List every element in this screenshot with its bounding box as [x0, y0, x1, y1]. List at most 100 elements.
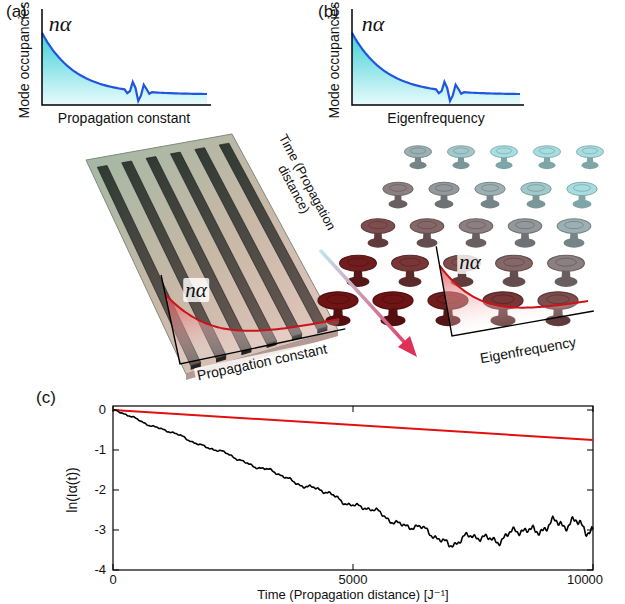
averaged-curve: [113, 410, 593, 440]
resonator: [496, 255, 533, 287]
x-tick: [113, 564, 114, 570]
y-tick: [587, 450, 593, 451]
resonator: [548, 255, 585, 287]
resonator-disc: [475, 182, 505, 195]
resonator-disc: [490, 146, 517, 158]
occupancy-plot-b: [352, 9, 524, 105]
resonator-ring: [556, 258, 577, 266]
y-tick: [113, 530, 119, 531]
axis-label: Time (Propagation distance) [J⁻¹]: [257, 588, 448, 603]
y-tick: [113, 570, 119, 571]
y-tick: [587, 570, 593, 571]
occupancy-plot-a: [42, 9, 211, 105]
y-tick: [113, 490, 119, 491]
resonator: [373, 292, 413, 326]
axis-label: ln(Iα(t)): [64, 467, 80, 512]
resonator-ring: [453, 148, 468, 154]
resonator-ring: [492, 295, 515, 304]
resonator-ring: [389, 185, 406, 192]
y-tick: [587, 410, 593, 411]
resonator-ring: [418, 221, 437, 228]
axis-label: Eigenfrequency: [387, 110, 484, 126]
resonator-disc: [576, 146, 603, 158]
occupancy-fill: [42, 33, 207, 105]
tick-label: 0: [99, 403, 106, 418]
occupancy-curve: [440, 241, 588, 325]
resonator: [340, 255, 377, 287]
resonator: [567, 182, 597, 208]
resonator-ring: [467, 221, 486, 228]
resonator-ring: [410, 148, 425, 154]
axis-symbol: nα: [457, 250, 483, 274]
resonator: [383, 182, 413, 208]
resonator-ring: [327, 295, 350, 304]
resonator-ring: [565, 221, 584, 228]
resonator-disc: [429, 182, 459, 195]
resonator: [459, 219, 493, 248]
resonator-disc: [383, 182, 413, 195]
occupancy-curve: [42, 33, 207, 101]
resonator-ring: [504, 258, 525, 266]
resonator-ring: [348, 258, 369, 266]
resonator-disc: [496, 255, 533, 271]
resonator-disc: [340, 255, 377, 271]
resonator-ring: [527, 185, 544, 192]
occupancy-fill: [440, 241, 590, 336]
resonator: [392, 255, 429, 287]
tick-label: 10000: [567, 573, 603, 588]
y-tick: [113, 450, 119, 451]
axis-symbol: nα: [183, 278, 209, 302]
resonator-ring: [573, 185, 590, 192]
resonator: [533, 146, 560, 169]
tick-label: 0: [109, 573, 116, 588]
axis-label: Mode occupancies: [326, 2, 342, 119]
resonator: [361, 219, 395, 248]
time-arrow: [320, 250, 406, 344]
resonator-ring: [547, 295, 570, 304]
resonator-disc: [410, 219, 444, 234]
tick-label: -2: [94, 483, 106, 498]
x-tick: [593, 564, 594, 570]
panel-letter: (c): [36, 388, 56, 408]
resonator-disc: [447, 146, 474, 158]
x-tick: [113, 406, 114, 412]
resonator-ring: [369, 221, 388, 228]
plot-axes: [42, 9, 211, 105]
resonator: [490, 146, 517, 169]
plot-axes: [352, 9, 524, 105]
decay-plot: [113, 406, 593, 570]
resonator: [576, 146, 603, 169]
resonator-ring: [400, 258, 421, 266]
x-tick: [353, 406, 354, 412]
occupancy-plot-b-final: [436, 221, 594, 336]
resonator-disc: [508, 219, 542, 234]
resonator: [521, 182, 551, 208]
single-realization-curve: [113, 410, 593, 547]
resonator: [447, 146, 474, 169]
x-tick: [353, 564, 354, 570]
x-tick: [593, 406, 594, 412]
occupancy-curve: [352, 33, 520, 101]
resonator: [410, 219, 444, 248]
tick-label: -1: [94, 443, 106, 458]
resonator-disc: [318, 292, 358, 310]
axis-label: Propagation constant: [58, 110, 190, 126]
axis-label: Eigenfrequency: [477, 333, 580, 366]
y-tick: [587, 490, 593, 491]
resonator-disc: [404, 146, 431, 158]
waveguide-stripe: [219, 143, 327, 329]
resonator-ring: [382, 295, 405, 304]
resonator-ring: [496, 148, 511, 154]
resonator-disc: [521, 182, 551, 195]
resonator-disc: [548, 255, 585, 271]
axis-label: Mode occupancies: [16, 2, 32, 119]
plot-axes: [436, 221, 594, 336]
resonator-ring: [435, 185, 452, 192]
resonator-disc: [533, 146, 560, 158]
resonator-disc: [373, 292, 413, 310]
resonator-disc: [557, 219, 591, 234]
resonator-ring: [481, 185, 498, 192]
axis-symbol: nα: [362, 11, 385, 36]
